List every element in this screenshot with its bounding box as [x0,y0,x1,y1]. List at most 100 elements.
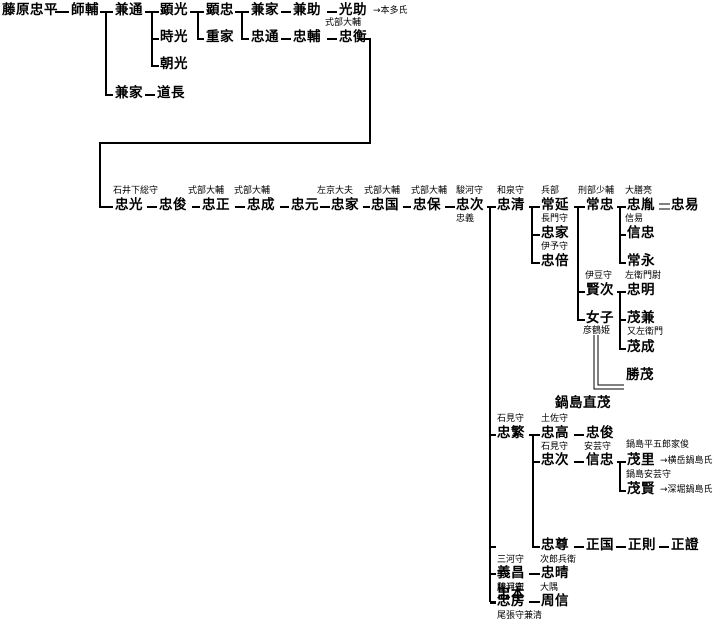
person-tadahira-h: 忠衡 [339,29,367,45]
person-masaakira: 正證 [671,537,699,553]
person-michinaga: 道長 [157,85,185,101]
branch-akimitsu-children [151,12,159,67]
title-suruga-b: 駿河守 [497,583,525,593]
title-iwai-shimofusa: 石井下総守 [113,186,159,196]
person-kaneie-a: 兼家 [251,2,279,18]
branch-tsunenobu-others [577,207,585,321]
person-tadasuke: 忠輔 [293,29,321,45]
person-tadatoshi-b: 忠俊 [586,425,614,441]
person-akitada: 顕忠 [206,2,234,18]
person-asamitsu: 朝光 [160,56,188,72]
title-iwami-b: 石見守 [541,442,569,452]
person-tadamichi: 忠通 [251,29,279,45]
title-shikibu-4: 式部大輔 [411,186,448,196]
title-nagato: 長門守 [541,214,569,224]
person-mitsusuke: 光助 [339,2,367,18]
person-nabeshima-naoshige: 鍋島直茂 [555,395,611,411]
person-chikanobu: 周信 [541,593,569,609]
person-tadamasu: 忠倍 [541,253,569,269]
title-shikibu-3: 式部大輔 [364,186,401,196]
branch-tsunenobu [531,207,540,264]
person-tadafusa: 忠房 [497,593,525,609]
person-tadaaki: 忠明 [627,282,655,298]
person-masanori: 正則 [628,537,656,553]
person-shigeie: 重家 [206,29,234,45]
person-tadaarashi: 忠胤 [627,197,655,213]
person-tadataka-son: 忠尊 [541,537,569,553]
person-kaneie: 兼家 [115,85,143,101]
title-nabeshima-aki: 鍋島安芸守 [626,470,672,480]
person-tadaharu: 忠晴 [541,565,569,581]
person-tadamitsu: 忠光 [115,197,143,213]
person-nobutada: 信忠 [627,225,655,241]
person-tadanari: 忠成 [247,197,275,213]
title-hyoe: 藤兵衛 [497,583,525,593]
person-shigesato: 茂里 [627,452,655,468]
note-mata-saemon: 又左衛門 [627,327,664,337]
person-tadatoshi-a: 忠俊 [159,197,187,213]
person-tadamoto: 忠元 [291,197,319,213]
note-nobuyasu: 信易 [625,214,644,224]
person-musume: 女子 [586,310,614,326]
person-tadataka: 忠高 [541,425,569,441]
title-sakyo-daibu: 左京大夫 [317,186,354,196]
person-tsunetada: 常忠 [586,197,614,213]
person-tadatsugu-b: 忠次 [541,452,569,468]
person-tsunenobu: 常延 [541,197,569,213]
note-tadayoshi: 忠義 [456,214,475,224]
person-tadaie-a: 忠家 [331,197,359,213]
title-shikibu-1: 式部大輔 [188,186,225,196]
title-nabeshima-heigoro: 鍋島平五郎家俊 [626,440,690,450]
title-hyobu: 兵部 [541,186,560,196]
note-fukahori: →深堀鍋島氏 [660,485,713,495]
marriage-line-a [593,335,624,390]
person-tadamoto-b: 忠本 [497,586,525,602]
person-shigekata: 茂賢 [627,481,655,497]
title-saemon-jo: 左衛門尉 [625,271,662,281]
person-fujiwara-tadahira: 藤原忠平 [2,2,58,18]
person-shigenari: 茂成 [627,339,655,355]
person-tadamasa: 忠正 [202,197,230,213]
person-tadatsugu-a: 忠次 [456,197,484,213]
person-shigekane: 茂兼 [627,310,655,326]
person-nobutada-b: 信忠 [586,452,614,468]
person-tadashige: 忠繁 [497,425,525,441]
title-daizen-suke: 大膳亮 [625,186,653,196]
branch-tsunetada [619,207,626,264]
title-iwami-a: 石見守 [497,414,525,424]
title-suruga: 駿河守 [456,186,484,196]
title-shikibu-2: 式部大輔 [234,186,271,196]
title-gyobu-shoho: 刑部少輔 [578,186,615,196]
person-kanesuke: 兼助 [293,2,321,18]
person-katatsugu: 賢次 [586,282,614,298]
person-tadaie-b: 忠家 [541,225,569,241]
link-tadahira-to-tadamitsu [99,38,371,208]
adoption-link-tadaarashi-tadayasu [659,203,670,210]
note-honda: →本多氏 [373,6,408,16]
person-tadayasu-eki: 忠易 [671,197,699,213]
person-tadakiyo: 忠清 [497,197,525,213]
branch-katatsugu [619,292,626,350]
person-tadayasu: 忠保 [413,197,441,213]
note-owari-kanekiyo: 尾張守兼清 [497,611,543,621]
branch-akitada-shigeie [197,12,204,40]
title-tosa: 土佐守 [541,414,569,424]
title-izumi: 和泉守 [497,186,525,196]
person-tokimitsu: 時光 [160,29,188,45]
branch-akitada-tadamichi [241,12,249,40]
title-izu: 伊豆守 [585,271,613,281]
branch-nobutada [619,462,626,492]
title-aki-a: 安芸守 [584,442,612,452]
branch-kanemichi-kaneie [105,12,113,96]
person-yoshimasa: 義昌 [497,565,525,581]
person-morosuke: 師輔 [71,2,99,18]
person-katsushige: 勝茂 [626,367,654,383]
person-kanemichi: 兼通 [115,2,143,18]
person-tadakuni: 忠国 [371,197,399,213]
title-iyo: 伊予守 [541,242,569,252]
note-yokotake: →横岳鍋島氏 [660,456,713,466]
title-mikawa: 三河守 [497,555,525,565]
title-osumi: 大隅 [540,583,559,593]
